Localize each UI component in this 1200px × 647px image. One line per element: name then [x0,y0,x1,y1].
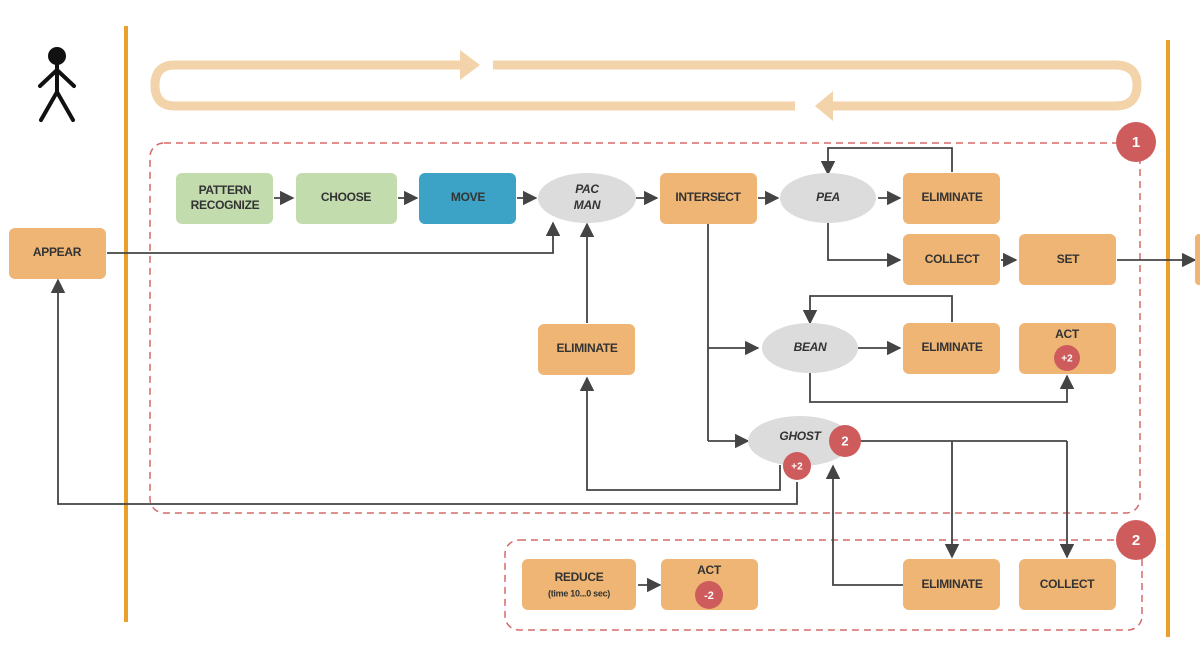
node-intersect-label: INTERSECT [675,190,741,204]
node-eliminate-ghost-label: ELIMINATE [921,577,982,591]
ghost-value: +2 [791,462,803,473]
node-ghost-label: GHOST [779,429,822,443]
node-pea: PEA [780,173,876,223]
node-pattern-label-1: PATTERN [199,183,252,197]
node-eliminate-left: ELIMINATE [538,324,635,375]
act-reduce-value-badge [695,581,723,609]
node-act-bean-label: ACT [1055,327,1080,341]
node-ghost: GHOST +2 [748,416,852,480]
node-reduce-label: REDUCE [555,570,604,584]
node-choose-label: CHOOSE [321,190,372,204]
edge-pea-collect [827,222,902,268]
node-pacman-label-2: MAN [574,198,601,212]
act-bean-value-badge [1054,345,1080,371]
node-eliminate-ghost: ELIMINATE [903,559,1000,610]
offscreen-node-edge [1195,234,1200,285]
cycle-flow-arrow [150,50,1142,121]
region-2-boundary [504,539,1143,631]
node-pattern-recognize: PATTERN RECOGNIZE [176,173,273,224]
edge-eliminate-bean-loop [802,295,953,325]
node-set-label: SET [1057,252,1080,266]
node-set: SET [1019,234,1116,285]
node-collect-pea: COLLECT [903,234,1000,285]
node-act-reduce-label: ACT [697,563,722,577]
region-1-boundary [149,142,1141,514]
node-reduce: REDUCE (time 10...0 sec) [522,559,636,610]
edge-ghost-eliminate-left [579,376,781,491]
ghost-section-badge: 2 [829,425,861,457]
node-move: MOVE [419,173,516,224]
ghost-value-badge [783,452,811,480]
node-bean-label: BEAN [794,340,827,354]
region-2-badge: 2 [1116,520,1156,560]
node-eliminate-bean: ELIMINATE [903,323,1000,374]
node-eliminate-bean-label: ELIMINATE [921,340,982,354]
ghost-section-badge-label: 2 [841,433,848,448]
act-bean-value: +2 [1061,354,1073,365]
node-collect-ghost-label: COLLECT [1040,577,1096,591]
node-bean: BEAN [762,323,858,373]
node-collect-ghost: COLLECT [1019,559,1116,610]
region-1-badge: 1 [1116,122,1156,162]
act-reduce-value: -2 [704,590,714,602]
edge-eliminate-pea-loop [820,147,953,176]
edge-eliminate-ghost-back [825,464,903,586]
node-choose: CHOOSE [296,173,397,224]
node-move-label: MOVE [451,190,485,204]
node-pattern-label-2: RECOGNIZE [191,198,260,212]
connectors [50,147,1197,593]
node-reduce-sub-label: (time 10...0 sec) [548,588,610,598]
node-appear-label: APPEAR [33,245,82,259]
node-pacman: PAC MAN [538,173,636,223]
node-intersect: INTERSECT [660,173,757,224]
region-1-badge-label: 1 [1132,134,1140,151]
stick-figure-icon [38,47,76,122]
node-act-reduce: ACT -2 [661,559,758,610]
node-eliminate-left-label: ELIMINATE [556,341,617,355]
node-act-bean: ACT +2 [1019,323,1116,374]
node-pea-label: PEA [816,190,840,204]
region-2-badge-label: 2 [1132,532,1140,549]
node-pacman-label-1: PAC [575,182,599,196]
edge-appear-pacman [107,221,561,254]
node-eliminate-pea: ELIMINATE [903,173,1000,224]
node-eliminate-pea-label: ELIMINATE [921,190,982,204]
edge-bean-act [809,372,1075,403]
node-appear: APPEAR [9,228,106,279]
node-collect-pea-label: COLLECT [925,252,981,266]
edge-ghost-appear [50,278,798,505]
